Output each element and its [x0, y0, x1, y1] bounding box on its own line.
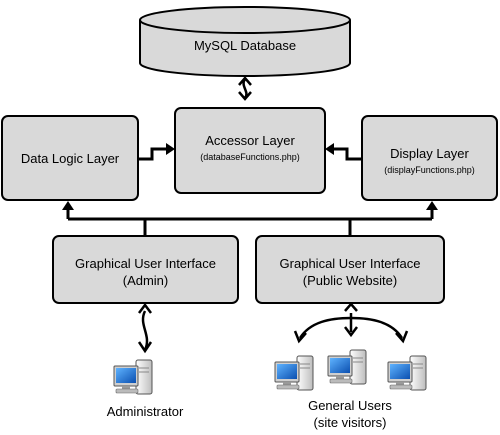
user-computer-icon	[274, 355, 314, 391]
accessor-title: Accessor Layer	[205, 133, 295, 148]
gui-public-line2: (Public Website)	[302, 273, 398, 288]
logic-to-accessor-arrow	[138, 143, 175, 161]
gui-admin-line2: (Admin)	[122, 273, 169, 288]
display-title: Display Layer	[390, 146, 469, 161]
administrator-label: Administrator	[106, 404, 184, 419]
database-cylinder	[139, 6, 351, 77]
data-logic-title: Data Logic Layer	[20, 151, 120, 166]
db-accessor-arrow	[238, 76, 252, 101]
gui-public-line1: Graphical User Interface	[279, 256, 421, 271]
display-to-accessor-arrow	[325, 143, 362, 161]
general-users-line1: General Users	[308, 398, 392, 413]
gui-bus-connector	[62, 201, 438, 236]
database-label: MySQL Database	[193, 38, 297, 53]
display-file: (displayFunctions.php)	[384, 165, 475, 175]
gui-admin-line1: Graphical User Interface	[75, 256, 216, 271]
accessor-file: (databaseFunctions.php)	[200, 152, 300, 162]
public-users-arrows	[293, 302, 409, 344]
accessor-box	[174, 107, 326, 194]
user-computer-icon	[327, 349, 367, 385]
administrator-computer-icon	[113, 359, 153, 395]
admin-arrow	[137, 302, 153, 354]
general-users-line2: (site visitors)	[313, 415, 387, 430]
user-computer-icon	[387, 355, 427, 391]
